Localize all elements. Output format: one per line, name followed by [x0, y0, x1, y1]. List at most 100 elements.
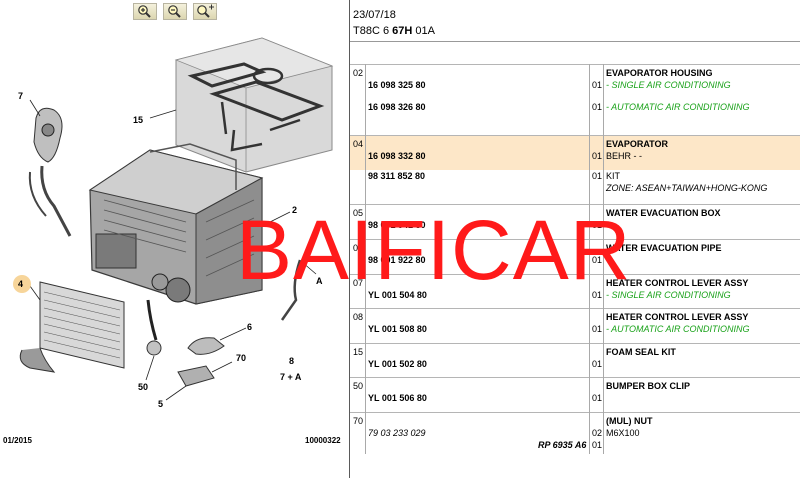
part-reference: 98 311 852 80: [368, 171, 426, 181]
part-reference: YL 001 508 80: [368, 324, 427, 334]
table-row[interactable]: 98 311 852 80 01 KIT ZONE: ASEAN+TAIWAN+…: [350, 170, 800, 204]
part-reference: 98 001 941 80: [368, 220, 426, 230]
callout-8[interactable]: 8: [289, 356, 295, 366]
code-prefix: T88C 6: [353, 25, 393, 37]
part-description: WATER EVACUATION BOX: [606, 208, 721, 218]
part-quantity: 01: [592, 255, 603, 265]
part-quantity: 02: [592, 428, 603, 438]
code-bold: 67H: [392, 25, 413, 37]
figure-number: 07: [353, 278, 364, 288]
part-quantity: 01: [592, 80, 603, 90]
part-alt-quantity: 01: [592, 440, 603, 450]
figure-number: 05: [353, 208, 364, 218]
callout-5[interactable]: 5: [158, 399, 164, 409]
callout-70[interactable]: 70: [236, 353, 247, 363]
zoom-in-button[interactable]: [132, 2, 157, 20]
callout-50[interactable]: 50: [138, 382, 149, 392]
callout-2[interactable]: 2: [292, 205, 298, 215]
catalog-code: T88C 6 67H 01A: [353, 25, 435, 37]
zoom-toolbar: [0, 0, 349, 22]
figure-number: 15: [353, 347, 364, 357]
catalog-date: 23/07/18: [353, 9, 396, 21]
parts-list-pane: 23/07/18 T88C 6 67H 01A 02 16 098 325 80…: [350, 0, 800, 478]
diagram-number: 10000322: [305, 436, 341, 445]
watermark-text: BAIFICAR: [236, 203, 632, 297]
callout-7[interactable]: 7: [18, 91, 24, 101]
part-reference: 16 098 332 80: [368, 151, 426, 161]
figure-number: 50: [353, 381, 364, 391]
part-description: FOAM SEAL KIT: [606, 347, 676, 357]
selected-callout-highlight: [13, 275, 31, 293]
part-quantity: 01: [592, 324, 603, 334]
table-row[interactable]: 02 16 098 325 80 01 EVAPORATOR HOUSING -…: [350, 64, 800, 135]
evaporator-core-drawing: [19, 281, 125, 373]
figure-number: 02: [353, 68, 364, 78]
callout-4[interactable]: 4: [18, 279, 24, 289]
table-row[interactable]: 15 YL 001 502 80 01 FOAM SEAL KIT: [350, 343, 800, 377]
part-zone-note: ZONE: ASEAN+TAIWAN+HONG-KONG: [606, 183, 768, 193]
zoom-out-button[interactable]: [162, 2, 187, 20]
part-quantity: 01: [592, 151, 603, 161]
parts-header: 23/07/18 T88C 6 67H 01A: [350, 0, 800, 42]
table-row[interactable]: 05 98 001 941 80 01 WATER EVACUATION BOX: [350, 204, 800, 239]
water-pipe-drawing: [187, 337, 225, 355]
callout-7-plus-a[interactable]: 7 + A: [280, 372, 302, 382]
table-row[interactable]: 06 98 001 922 80 01 WATER EVACUATION PIP…: [350, 239, 800, 274]
figure-number: 70: [353, 416, 364, 426]
part-reference: YL 001 502 80: [368, 359, 427, 369]
table-row[interactable]: 07 YL 001 504 80 01 HEATER CONTROL LEVER…: [350, 274, 800, 308]
table-row[interactable]: 70 79 03 233 029 02 (MUL) NUT M6X100 RP …: [350, 412, 800, 454]
column-divider: [365, 64, 366, 454]
evaporator-housing-drawing: [88, 143, 264, 305]
callout-a[interactable]: A: [316, 276, 323, 286]
figure-number: 04: [353, 139, 364, 149]
figure-number: 06: [353, 243, 364, 253]
figure-number: 08: [353, 312, 364, 322]
part-quantity: 01: [592, 290, 603, 300]
column-divider: [603, 64, 604, 454]
part-description: EVAPORATOR HOUSING: [606, 68, 713, 78]
table-row[interactable]: 50 YL 001 506 80 01 BUMPER BOX CLIP: [350, 377, 800, 412]
part-alt-reference: RP 6935 A6: [538, 440, 587, 450]
part-reference: 16 098 326 80: [368, 102, 426, 112]
control-lever-drawing: [28, 107, 72, 237]
part-quantity: 01: [592, 393, 603, 403]
clip-drawing: [146, 299, 162, 356]
part-variant: - SINGLE AIR CONDITIONING: [606, 80, 731, 90]
column-divider: [589, 64, 590, 454]
part-reference: 98 001 922 80: [368, 255, 426, 265]
part-description: EVAPORATOR: [606, 139, 669, 149]
part-variant: - AUTOMATIC AIR CONDITIONING: [606, 324, 750, 334]
diagram-pane: 7 15 2 4 A 6 70 50 5 8 7 + A 01/2015 100…: [0, 0, 349, 478]
leader-lines: [29, 99, 317, 401]
zoom-fit-icon: [196, 4, 214, 18]
code-suffix: 01A: [412, 25, 435, 37]
part-description: HEATER CONTROL LEVER ASSY: [606, 278, 749, 288]
zoom-in-icon: [137, 5, 151, 18]
part-quantity: 01: [592, 220, 603, 230]
parts-table: 02 16 098 325 80 01 EVAPORATOR HOUSING -…: [350, 64, 800, 454]
part-quantity: 01: [592, 102, 603, 112]
pane-splitter[interactable]: [349, 0, 350, 478]
part-supplier: BEHR - -: [606, 151, 642, 161]
table-row[interactable]: 08 YL 001 508 80 01 HEATER CONTROL LEVER…: [350, 308, 800, 343]
part-reference: 16 098 325 80: [368, 80, 426, 90]
diagram-date: 01/2015: [3, 436, 32, 445]
callout-6[interactable]: 6: [247, 322, 253, 332]
part-variant: - SINGLE AIR CONDITIONING: [606, 290, 731, 300]
part-quantity: 01: [592, 359, 603, 369]
part-reference: 79 03 233 029: [368, 428, 426, 438]
zoom-out-icon: [167, 5, 181, 18]
part-kit-label: KIT: [606, 171, 621, 181]
part-reference: YL 001 504 80: [368, 290, 427, 300]
pipe-a-drawing: [280, 259, 302, 321]
foam-seal-kit-drawing: [174, 37, 334, 173]
part-description: (MUL) NUT: [606, 416, 653, 426]
part-description: WATER EVACUATION PIPE: [606, 243, 722, 253]
zoom-fit-button[interactable]: [192, 2, 217, 20]
part-description: HEATER CONTROL LEVER ASSY: [606, 312, 749, 322]
part-variant: - AUTOMATIC AIR CONDITIONING: [606, 102, 750, 112]
callout-15[interactable]: 15: [133, 115, 144, 125]
exploded-parts-diagram: [13, 37, 334, 401]
table-row-selected[interactable]: 04 16 098 332 80 01 EVAPORATOR BEHR - -: [350, 135, 800, 170]
